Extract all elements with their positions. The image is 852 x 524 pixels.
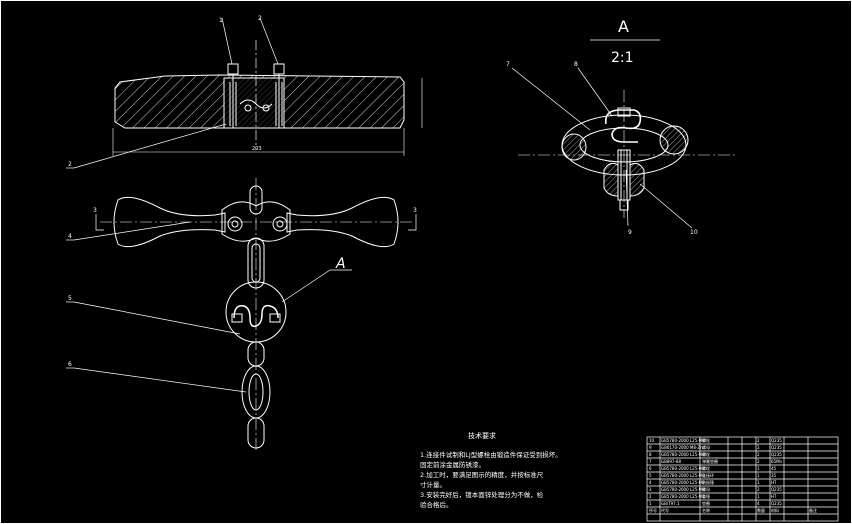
title-block-cell: 7	[649, 459, 652, 464]
title-block-cell: 35	[771, 473, 777, 478]
title-block-cell: 数量	[757, 508, 765, 513]
callout-9: 9	[628, 229, 632, 236]
title-block-row: 序号代号 名称 数量 材料 备注	[647, 508, 838, 515]
title-block-cell: GB897-88	[661, 459, 682, 464]
callout-2: 2	[68, 161, 72, 168]
title-block-cell: Q235	[771, 445, 782, 450]
title-block-cell: 代号	[661, 508, 669, 513]
detail-view-a	[511, 39, 736, 229]
title-block-cell: 45	[771, 466, 777, 471]
technical-requirement-line: 寸计量。	[420, 481, 446, 489]
title-block-cell: 1	[757, 466, 760, 471]
title-block-cell: GB5780-2000 L25-M8-	[661, 452, 707, 457]
detail-scale-label: 2:1	[611, 50, 634, 66]
title-block-row: 8 GB5780-2000 L25-M8-螺栓 2 Q235	[647, 452, 838, 459]
callout-7: 7	[506, 61, 510, 68]
title-block-cell: GB5780-2000 L25-M8	[661, 480, 705, 485]
title-block-cell: 螺栓	[702, 438, 710, 443]
title-block-cell: 材料	[771, 508, 779, 513]
title-block-row: 1 GB/T97.1 垫圈 4 Q235	[647, 501, 838, 508]
title-block-cell: 5	[649, 473, 652, 478]
callout-bolt-top: 2	[258, 15, 262, 22]
title-block-cell: 4	[757, 501, 760, 506]
title-block-row: 10 GB5780-2000 L25-M8-螺栓 2 Q235	[647, 438, 838, 445]
title-block-cell: 序号	[649, 508, 657, 513]
title-block-cell: 名称	[702, 508, 710, 513]
callout-4: 4	[68, 233, 72, 240]
title-block-cell: GB5780-2000 L25-M8	[661, 494, 705, 499]
title-block-cell: 2	[757, 452, 760, 457]
title-block-cell: Q235	[771, 452, 782, 457]
title-block-cell: 2	[757, 459, 760, 464]
section-view-hammer	[66, 17, 423, 169]
callout-6: 6	[68, 361, 72, 368]
title-block-row: 7 GB897-88 弹簧垫圈 2 65Mn	[647, 459, 838, 466]
title-block-cell: 10	[649, 438, 655, 443]
title-block-cell: 弹簧垫圈	[702, 459, 718, 464]
title-block-cell: Q235	[771, 438, 782, 443]
title-block-cell: 1	[649, 501, 652, 506]
title-block-cell: 螺母	[702, 445, 710, 450]
callout-10: 10	[690, 229, 698, 236]
technical-requirement-line: 3.安装完好后，镀本面锌处理分为不做，检	[420, 491, 544, 499]
title-block-cell: 8	[649, 452, 652, 457]
title-block-cell: 1	[757, 473, 760, 478]
callout-5: 5	[68, 295, 72, 302]
title-block-cell: 垫圈	[702, 501, 710, 506]
title-block-cell: GB5780-2000 L25-M8	[661, 487, 705, 492]
technical-requirement-line: 固定前涂金属防锈漆。	[420, 461, 485, 469]
title-block-cell: 螺栓	[702, 466, 710, 471]
title-block-cell: 2	[757, 487, 760, 492]
title-block-cell: 65Mn	[771, 459, 783, 464]
callout-1: 1	[219, 17, 223, 24]
title-block-cell: 2	[757, 445, 760, 450]
title-block-cell: HT	[771, 480, 777, 485]
title-block-frame	[646, 436, 839, 522]
title-block-cell: 螺母	[702, 487, 710, 492]
title-block-cell: GB5780-2000 L25-M8	[661, 473, 705, 478]
title-block-cell: 6	[649, 466, 652, 471]
technical-requirement-line: 1.连接件试制和LJ型螺栓由锻造件保证受到损坏。	[420, 451, 562, 459]
title-block-cell: 9	[649, 445, 652, 450]
callout-8: 8	[574, 61, 578, 68]
title-block-cell: 4	[649, 480, 652, 485]
technical-requirements-title: 技术要求	[468, 432, 496, 440]
title-block-cell: 2	[757, 438, 760, 443]
technical-requirement-line: 验合格后。	[420, 501, 453, 509]
title-block-cell: HT	[771, 494, 777, 499]
title-block-cell: GB/T97.1	[661, 501, 680, 506]
title-block-cell: 2	[649, 494, 652, 499]
title-block-cell: 螺栓	[702, 452, 710, 457]
title-block-cell: 连接环	[702, 473, 714, 478]
title-block-cell: GB6170-2000 M8-Zn	[661, 445, 703, 450]
callout-3-left: 3	[93, 207, 97, 214]
front-view-damper	[66, 178, 417, 452]
detail-title-label: A	[618, 17, 629, 36]
title-block-cell: 3	[649, 487, 652, 492]
title-block-cell: Q235	[771, 501, 782, 506]
title-block-cell: 1	[757, 480, 760, 485]
section-width-dim: 203	[252, 146, 262, 152]
title-block-cell: 防振锤	[702, 480, 714, 485]
title-block-cell: 1	[757, 494, 760, 499]
technical-requirement-line: 2.加工时，要满足图示的精度，并按标准尺	[420, 471, 544, 479]
detail-ref-label: A	[335, 256, 346, 272]
callout-3-right: 3	[413, 207, 417, 214]
title-block-cell: GB5780-2000 L25-M8	[661, 466, 705, 471]
title-block-cell: GB5780-2000 L25-M8-	[661, 438, 707, 443]
title-block-cell: 重锤	[702, 494, 710, 499]
title-block-cell: 备注	[809, 508, 817, 513]
title-block-cell: Q235	[771, 487, 782, 492]
